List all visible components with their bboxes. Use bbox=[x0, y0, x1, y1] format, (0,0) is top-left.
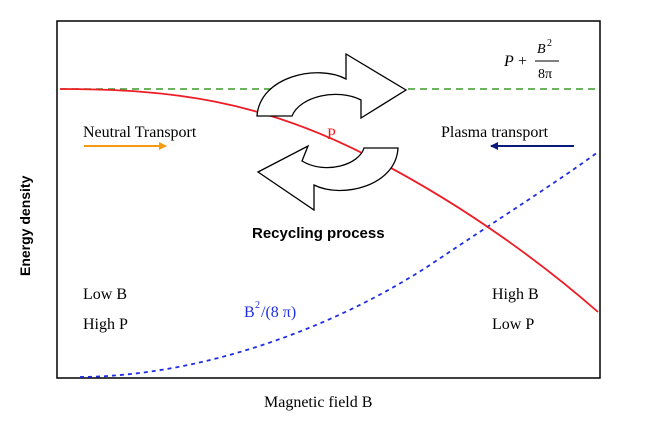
left-region-line-1: Low B bbox=[83, 286, 127, 303]
total-label-num-base: B bbox=[537, 42, 546, 57]
recycling-arrow-lower bbox=[256, 144, 399, 212]
total-label-p: P bbox=[503, 53, 514, 70]
plot-frame bbox=[56, 20, 601, 379]
plasma-pressure-curve bbox=[59, 88, 599, 313]
magnetic-label-rest: /(8 π) bbox=[261, 304, 296, 321]
recycling-process-label: Recycling process bbox=[252, 225, 385, 242]
magnetic-pressure-curve bbox=[79, 151, 599, 378]
left-region-line-2: High P bbox=[83, 316, 128, 333]
plasma-transport-label: Plasma transport bbox=[441, 124, 549, 141]
total-label-plus: + bbox=[518, 53, 527, 70]
magnetic-label-exp: 2 bbox=[255, 300, 260, 311]
recycling-arrows bbox=[256, 52, 408, 212]
total-pressure-label: P + B 2 8π bbox=[503, 38, 559, 82]
magnetic-label-base: B bbox=[244, 304, 255, 321]
magnetic-curve-label: B 2 /(8 π) bbox=[244, 300, 296, 321]
right-region-line-2: Low P bbox=[492, 316, 534, 333]
x-axis-label: Magnetic field B bbox=[264, 394, 372, 411]
pressure-curve-label: P bbox=[327, 126, 336, 143]
right-region-line-1: High B bbox=[492, 286, 539, 303]
recycling-arrow-upper bbox=[256, 52, 408, 120]
neutral-transport-label: Neutral Transport bbox=[83, 124, 197, 141]
total-label-den: 8π bbox=[538, 67, 552, 82]
total-label-num-exp: 2 bbox=[547, 38, 552, 49]
y-axis-label: Energy density bbox=[17, 175, 33, 276]
